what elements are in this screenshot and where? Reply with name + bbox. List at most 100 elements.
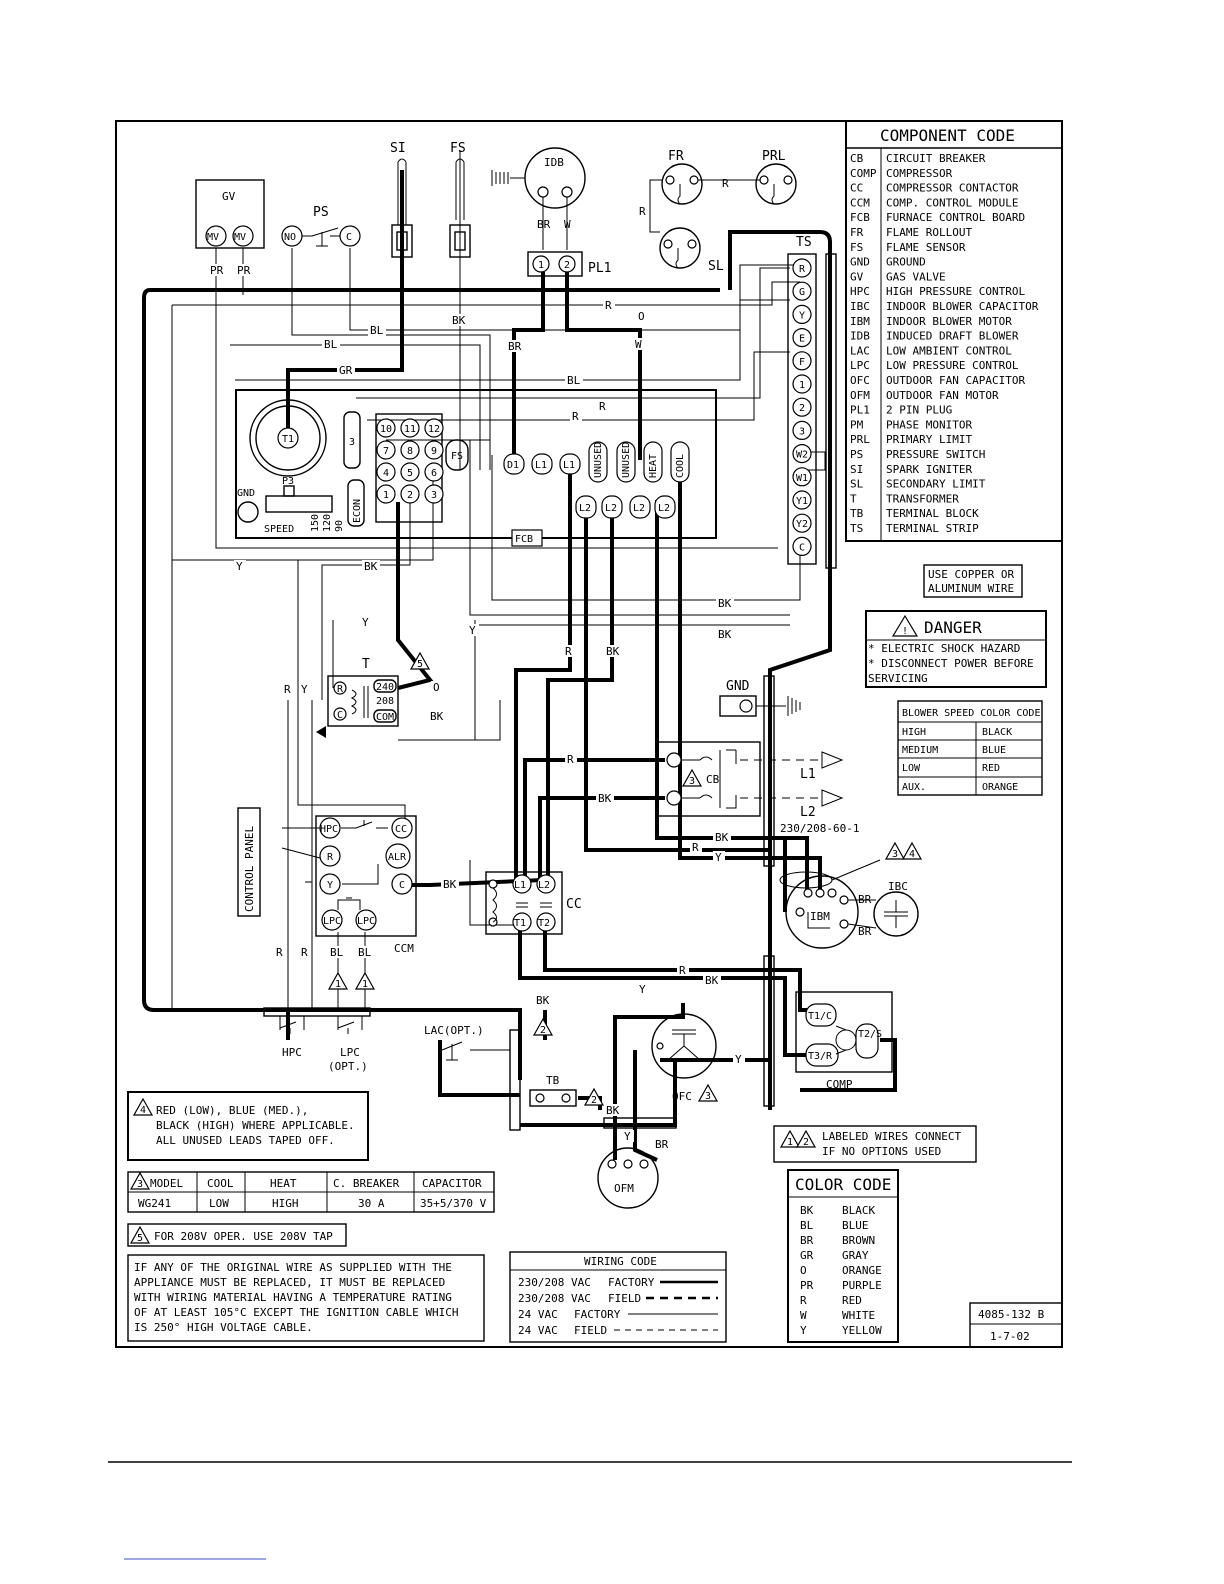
wire-label: R [639, 205, 646, 218]
fcb-l2-label: L2 [658, 503, 670, 514]
gnd-label: GND [237, 488, 255, 499]
component-desc: GAS VALVE [886, 270, 946, 283]
component-abbrev: CCM [850, 196, 870, 209]
replace-line: IF ANY OF THE ORIGINAL WIRE AS SUPPLIED … [134, 1261, 452, 1274]
wiring-voltage: 24 VAC [518, 1308, 558, 1321]
speed-tap: 120 [322, 514, 333, 532]
blower-title: BLOWER SPEED COLOR CODE [902, 708, 1040, 719]
wire-label: O [433, 681, 440, 694]
note-mark: 4 [140, 1105, 146, 1116]
wiring-voltage: 24 VAC [518, 1324, 558, 1337]
fcb-l2-terminal [629, 495, 651, 519]
fcb-pin-label: 1 [383, 490, 389, 501]
component-abbrev: PL1 [850, 404, 870, 417]
wire-label: BK [718, 597, 732, 610]
component-abbrev: LAC [850, 344, 870, 357]
component-abbrev: HPC [850, 285, 870, 298]
fcb-pin [424, 440, 444, 460]
note-mark: 4 [909, 849, 915, 860]
wire-label: BK [364, 560, 378, 573]
fcb-top-terminal [588, 441, 608, 483]
model-cell: 30 A [358, 1197, 385, 1210]
component-desc: TERMINAL BLOCK [886, 507, 979, 520]
component-abbrev: LPC [850, 359, 870, 372]
fcb-pin-label: 12 [428, 424, 440, 435]
pl1-label: PL1 [588, 261, 611, 276]
component-desc: COMPRESSOR [886, 167, 953, 180]
wire-label: PR [237, 264, 251, 277]
wire-label: BL [358, 946, 372, 959]
compressor-contactor: L1 L2 T1 T2 CC [485, 871, 582, 935]
note-mark: 2 [591, 1095, 597, 1106]
model-header: MODEL [150, 1177, 183, 1190]
color-abbrev: O [800, 1264, 807, 1277]
tr-r-terminal: R [337, 684, 344, 695]
blower-speed: LOW [902, 763, 921, 774]
ts-terminal [792, 304, 812, 324]
c-terminal: C [346, 232, 352, 243]
wires [142, 150, 897, 1162]
idb-label: IDB [544, 156, 564, 169]
note-mark: 2 [803, 1137, 809, 1148]
ccm-terminal: C [399, 880, 405, 891]
fcb-pin [376, 418, 396, 438]
fcb-pin [376, 484, 396, 504]
danger-exclaim: ! [902, 626, 908, 637]
component-abbrev: SI [850, 463, 863, 476]
note12-line: LABELED WIRES CONNECT [822, 1130, 961, 1143]
wire-label: W [635, 338, 642, 351]
lpc-opt-label: (OPT.) [328, 1060, 368, 1073]
color-abbrev: BR [800, 1234, 814, 1247]
ts-terminal [792, 374, 812, 394]
component-desc: FLAME ROLLOUT [886, 226, 972, 239]
component-desc: TERMINAL STRIP [886, 522, 979, 535]
note-mark: 3 [892, 849, 898, 860]
wire-label: BK [715, 831, 729, 844]
component-desc: FURNACE CONTROL BOARD [886, 211, 1025, 224]
fcb-pin-label: 11 [404, 424, 416, 435]
fcb-l2-terminal [654, 495, 676, 519]
pl1-pin: 1 [538, 260, 544, 271]
replacement-note: IF ANY OF THE ORIGINAL WIRE AS SUPPLIED … [127, 1254, 485, 1342]
replace-line: WITH WIRING MATERIAL HAVING A TEMPERATUR… [134, 1291, 452, 1304]
component-abbrev: PM [850, 418, 864, 431]
danger-title: DANGER [924, 618, 982, 637]
component-desc: HIGH PRESSURE CONTROL [886, 285, 1025, 298]
tb-label: TB [546, 1074, 560, 1087]
lpc-label: LPC [340, 1046, 360, 1059]
wire-label: BK [598, 792, 612, 805]
p3-label: P3 [282, 476, 294, 487]
ts-terminal-label: C [799, 542, 805, 553]
fcb-pin-label: 4 [383, 468, 389, 479]
blower-speed-table: BLOWER SPEED COLOR CODE HIGH BLACK MEDIU… [897, 700, 1043, 796]
copper-note: USE COPPER OR ALUMINUM WIRE [923, 564, 1023, 598]
ts-terminal-label: E [799, 334, 805, 345]
fcb-pin-label: 8 [407, 446, 413, 457]
cc-terminal: T1 [514, 918, 526, 929]
fcb-top-label: UNUSED [621, 442, 632, 478]
ccm-terminal: HPC [320, 824, 338, 835]
model-header: COOL [207, 1177, 234, 1190]
ibm-label: IBM [810, 910, 830, 923]
fcb-pin [424, 484, 444, 504]
component-abbrev: PRL [850, 433, 870, 446]
note-mark: 5 [417, 659, 423, 670]
wire-label: R [565, 645, 572, 658]
model-header: HEAT [270, 1177, 297, 1190]
fcb-pin-label: 5 [407, 468, 413, 479]
ts-terminal [792, 258, 812, 278]
replace-line: OF AT LEAST 105°C EXCEPT THE IGNITION CA… [134, 1306, 459, 1319]
cb-label: CB [706, 773, 720, 786]
wire-label: BK [452, 314, 466, 327]
wiring-type: FACTORY [608, 1276, 655, 1289]
fcb-pin [400, 440, 420, 460]
component-desc: COMPRESSOR CONTACTOR [886, 182, 1019, 195]
ts-terminal [792, 281, 812, 301]
econ-label: ECON [352, 499, 363, 523]
control-panel-label: CONTROL PANEL [243, 826, 256, 912]
drawing-number-block: 4085-132 B 1-7-02 [969, 1302, 1063, 1348]
note-1-2: 1 2 LABELED WIRES CONNECT IF NO OPTIONS … [773, 1125, 977, 1163]
pressure-switch: PS NO C [281, 205, 361, 247]
